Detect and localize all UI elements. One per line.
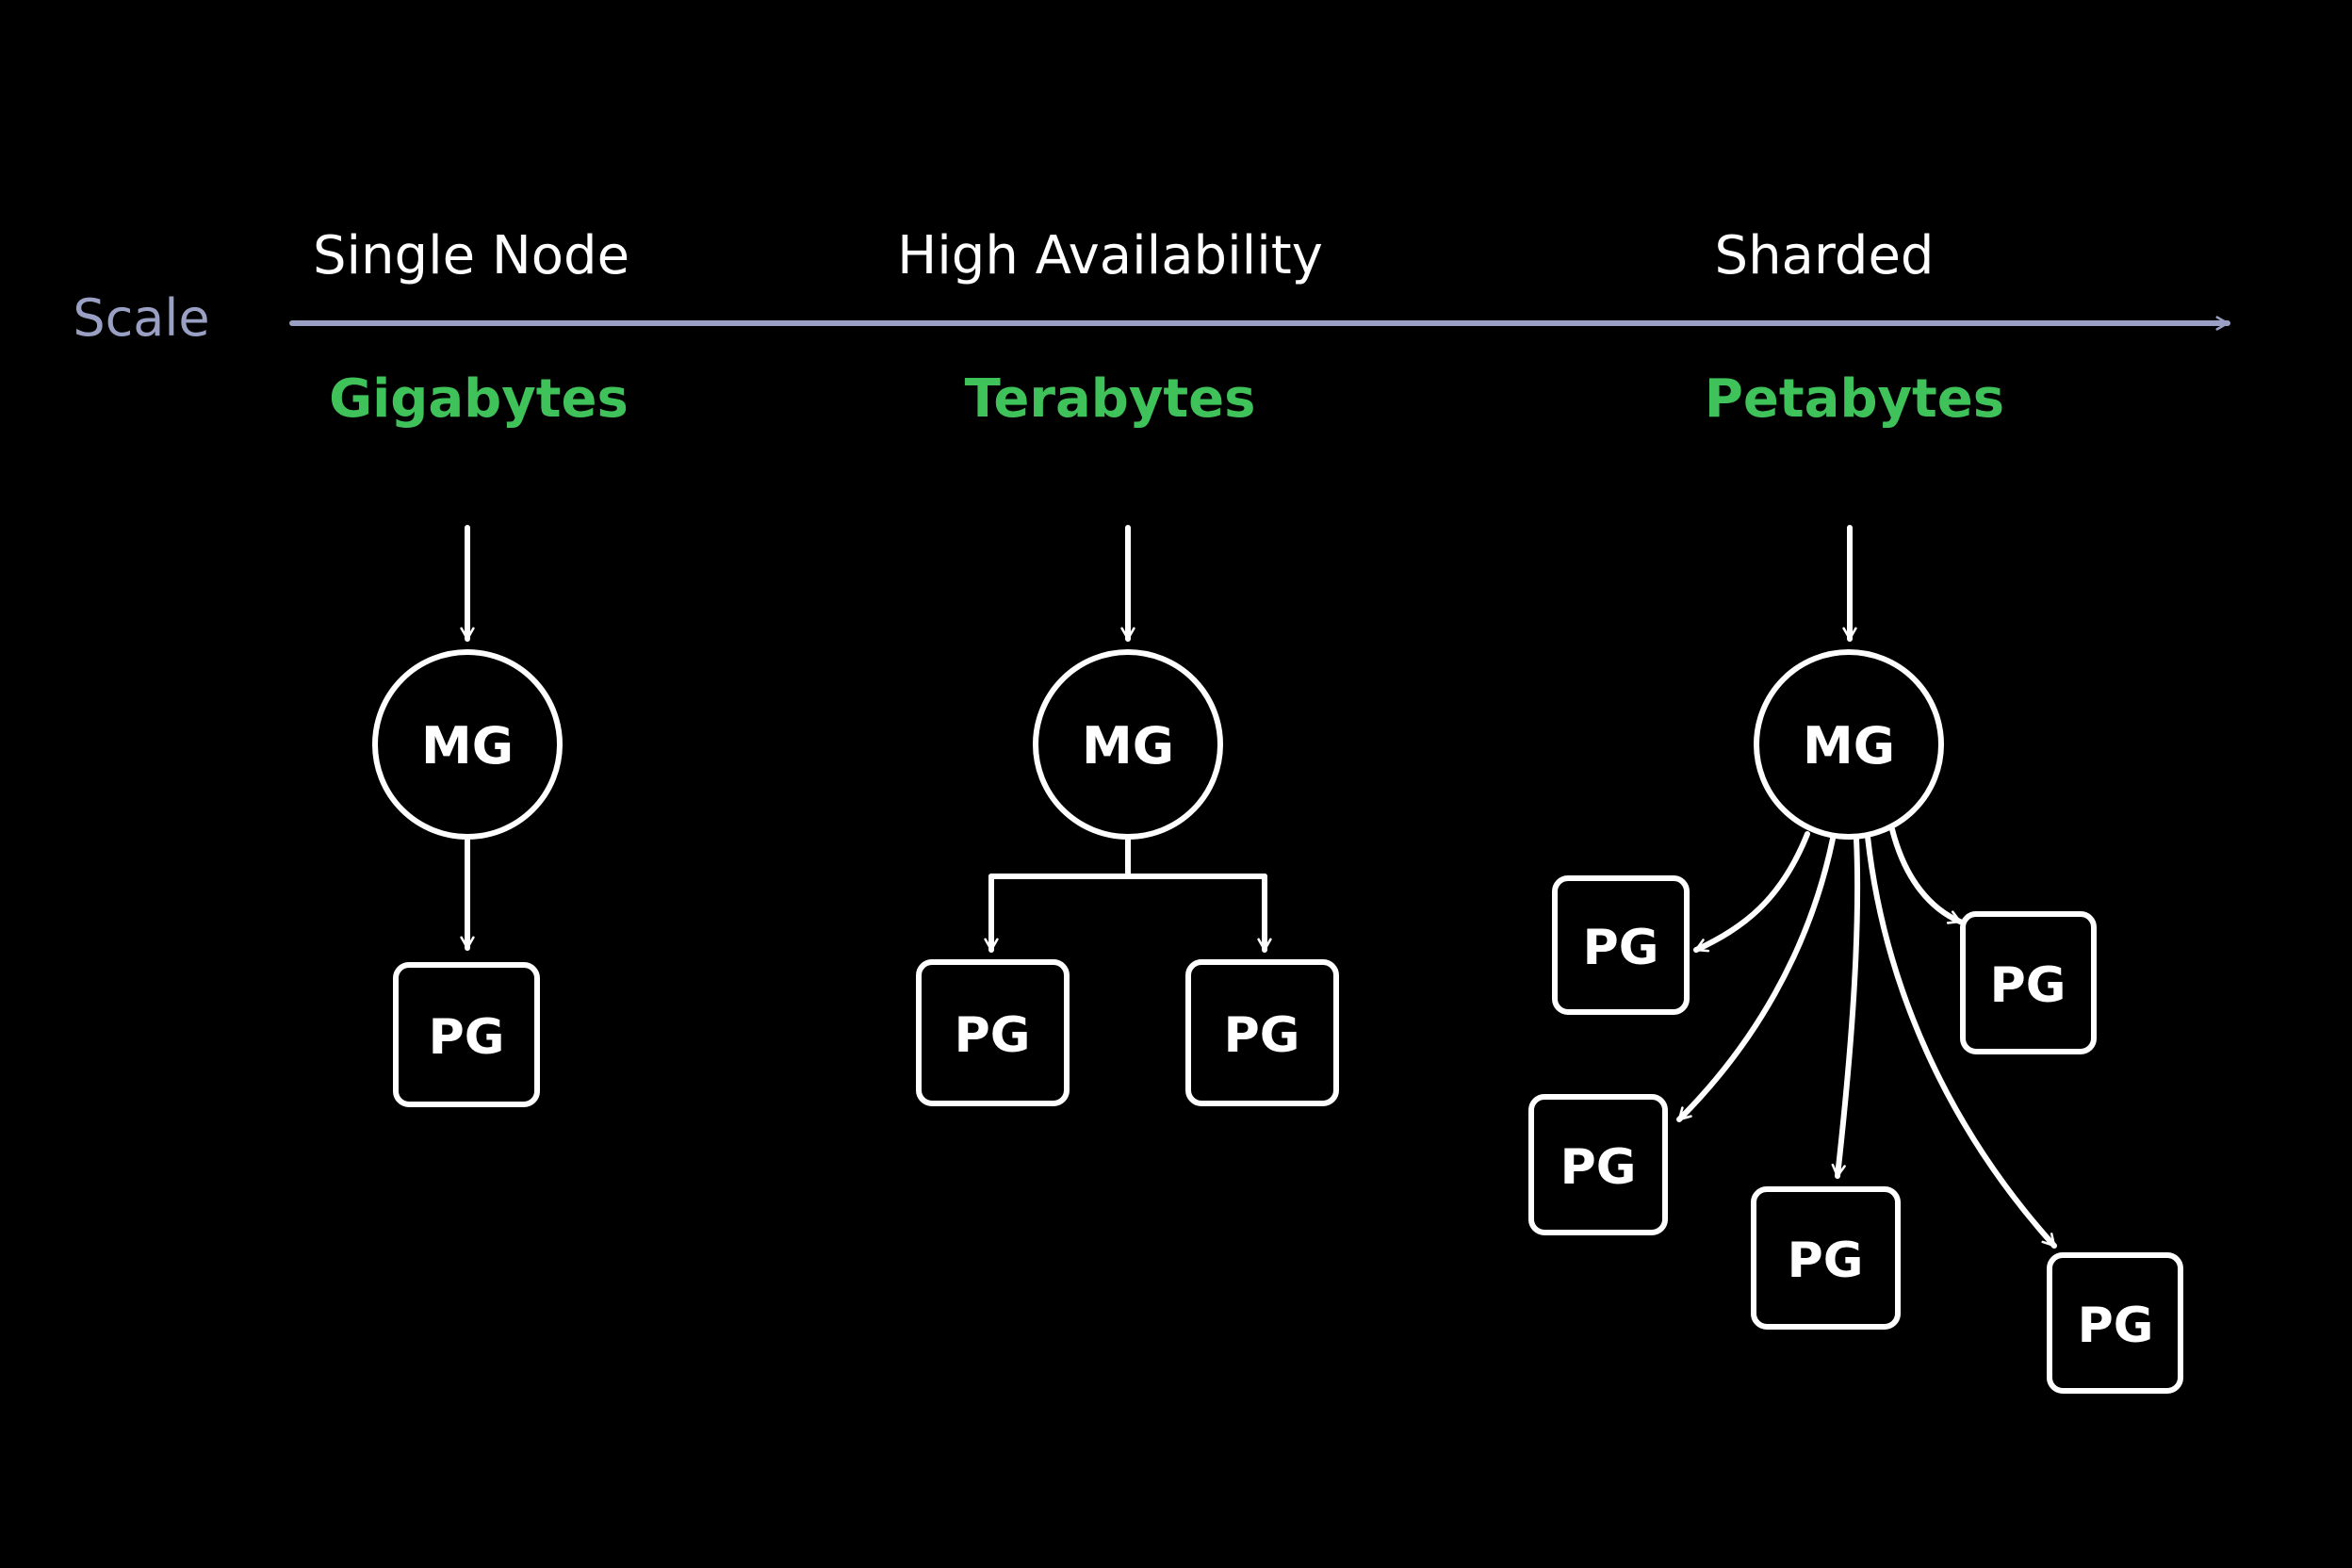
high-availability-cluster: MG PG PG [916,525,1339,1106]
fanout-arrow-2 [1676,836,1836,1122]
router-node [1754,649,1944,840]
tier-title-high-availability: High Availability [897,225,1323,286]
shard-label-5: PG [2078,1298,2154,1354]
shard-node-left [916,959,1070,1106]
shard-node [393,962,540,1107]
router-branch-connector [988,836,1267,879]
router-label: MG [1082,716,1174,776]
single-node-cluster: MG PG [372,525,563,1107]
fanout-arrow-3 [1831,836,1861,1179]
fanout-arrow-1 [1693,831,1810,953]
tier-size-terabytes: Terabytes [965,368,1256,430]
router-label: MG [421,716,514,776]
shard-node-4 [1960,911,2097,1054]
sharded-cluster: MG PG PG PG PG PG [1528,525,2183,1394]
shard-label-2: PG [1560,1139,1637,1196]
shard-node-5 [2047,1252,2183,1394]
shard-node-2 [1528,1094,1668,1235]
shard-node-3 [1751,1186,1901,1330]
shard-label-1: PG [1583,920,1659,976]
shard-label: PG [429,1009,505,1066]
shard-node-right [1185,959,1339,1106]
fanout-arrow-4 [1865,834,2057,1249]
shard-label-right: PG [1224,1007,1300,1064]
tier-title-single-node: Single Node [313,225,629,286]
shard-label-left: PG [955,1007,1031,1064]
tier-size-gigabytes: Gigabytes [329,368,629,430]
shard-node-1 [1552,875,1690,1015]
tier-title-sharded: Sharded [1715,225,1935,286]
shard-label-3: PG [1788,1233,1864,1289]
tier-size-petabytes: Petabytes [1705,368,2004,430]
scale-label: Scale [73,288,209,348]
fanout-arrow-5 [1889,826,1963,924]
shard-label-4: PG [1990,957,2066,1014]
router-label: MG [1803,716,1895,776]
